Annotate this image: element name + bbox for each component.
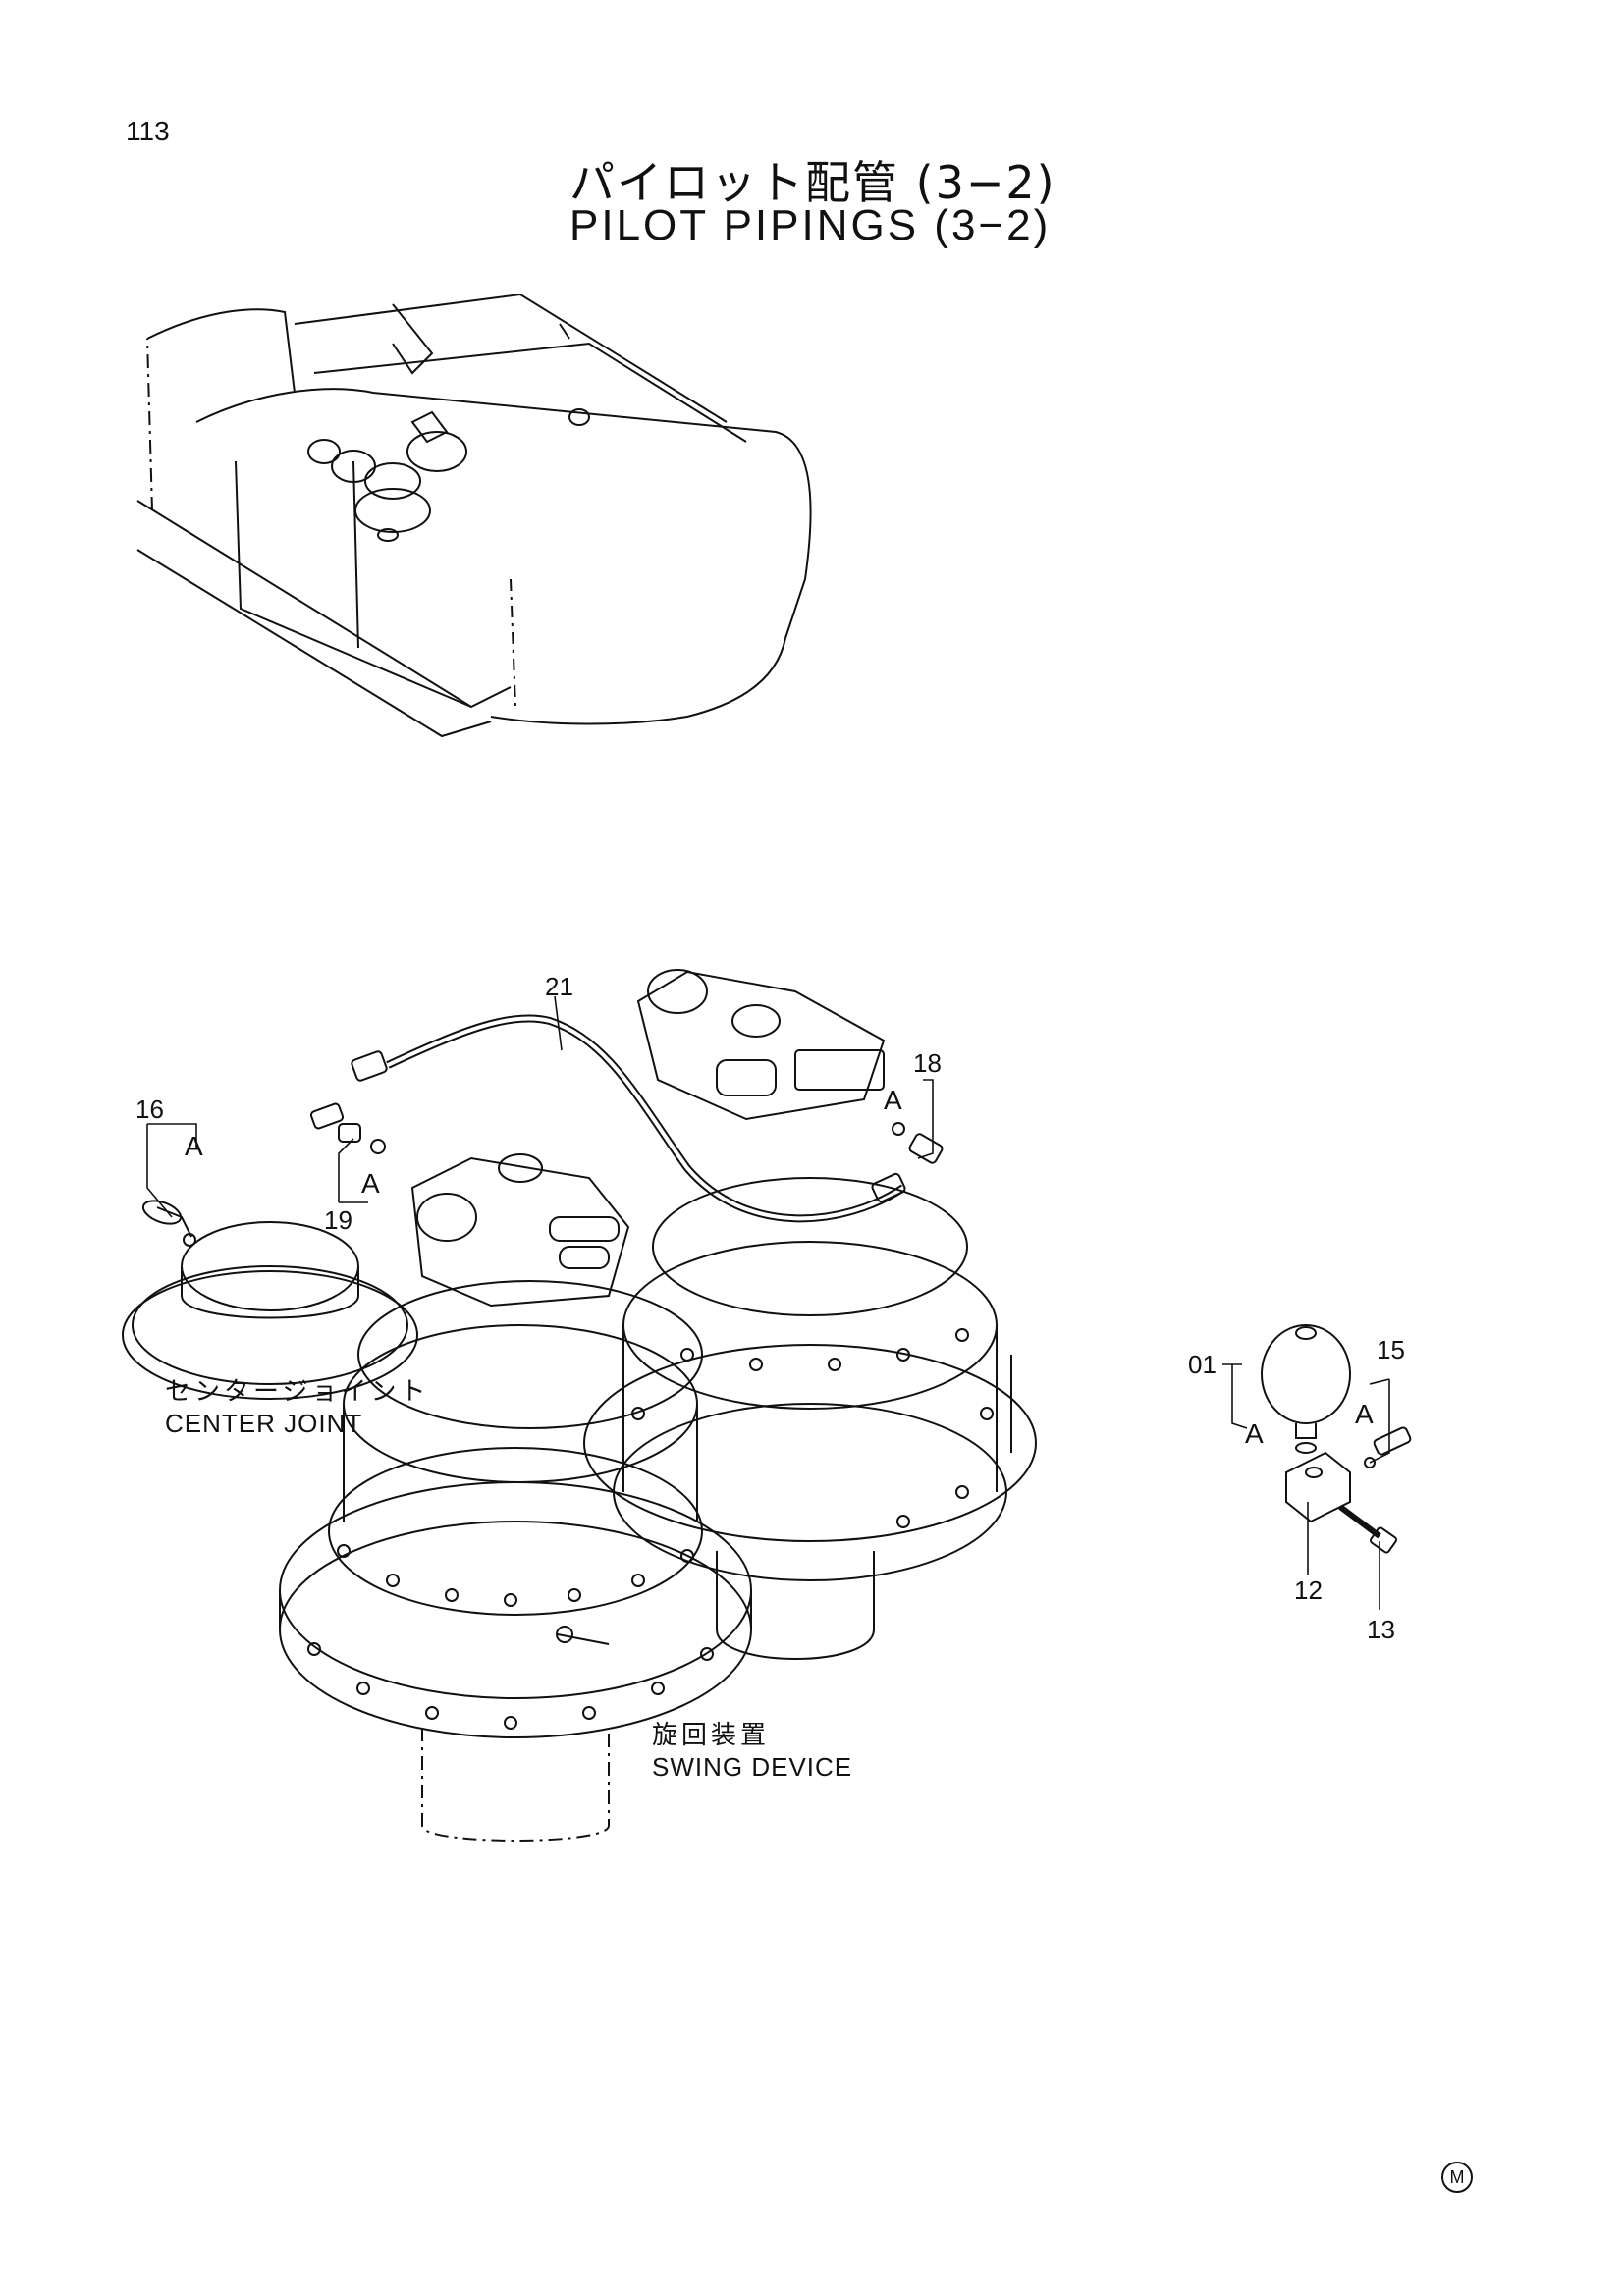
hose-21 [351, 1014, 906, 1223]
callout-15: 15 [1377, 1335, 1405, 1364]
page-title-japanese: パイロット配管 (3−2) [569, 156, 1056, 209]
center-joint-label-japanese: センタージョイント [165, 1377, 430, 1407]
swing-device-label-japanese: 旋回装置 [652, 1721, 771, 1750]
callout-leader-lines [146, 995, 1390, 1610]
page-title-english: PILOT PIPINGS (3−2) [569, 201, 1052, 249]
callout-18: 18 [913, 1048, 942, 1078]
fitting-parts [309, 1102, 944, 1164]
detail-marker-a-18: A [884, 1085, 902, 1115]
swing-device-label-english: SWING DEVICE [652, 1752, 853, 1782]
callout-12: 12 [1294, 1575, 1323, 1605]
bolt-ring-left [307, 1544, 714, 1730]
center-joint-label: センタージョイント CENTER JOINT [165, 1376, 429, 1439]
callout-01: 01 [1188, 1350, 1217, 1379]
swing-device-label: 旋回装置 SWING DEVICE [652, 1720, 852, 1783]
detail-marker-a-19: A [361, 1168, 380, 1199]
callout-16: 16 [135, 1095, 164, 1124]
manufacturer-mark: M [1441, 2162, 1473, 2193]
center-joint-illustration [122, 1200, 418, 1400]
callout-13: 13 [1367, 1615, 1395, 1644]
page-number: 113 [126, 116, 170, 146]
callout-21: 21 [545, 972, 573, 1001]
detail-marker-a-16: A [185, 1131, 203, 1161]
callout-19: 19 [324, 1205, 352, 1235]
swing-device-right-illustration [583, 969, 1037, 1660]
machine-overview-illustration [136, 293, 812, 738]
center-joint-label-english: CENTER JOINT [165, 1409, 363, 1438]
bolt-ring-right [631, 1328, 994, 1528]
accumulator-assembly-illustration [1261, 1324, 1412, 1554]
swing-device-left-illustration [279, 1153, 752, 1842]
detail-marker-a-01: A [1245, 1418, 1264, 1449]
detail-marker-a-15: A [1355, 1399, 1374, 1429]
